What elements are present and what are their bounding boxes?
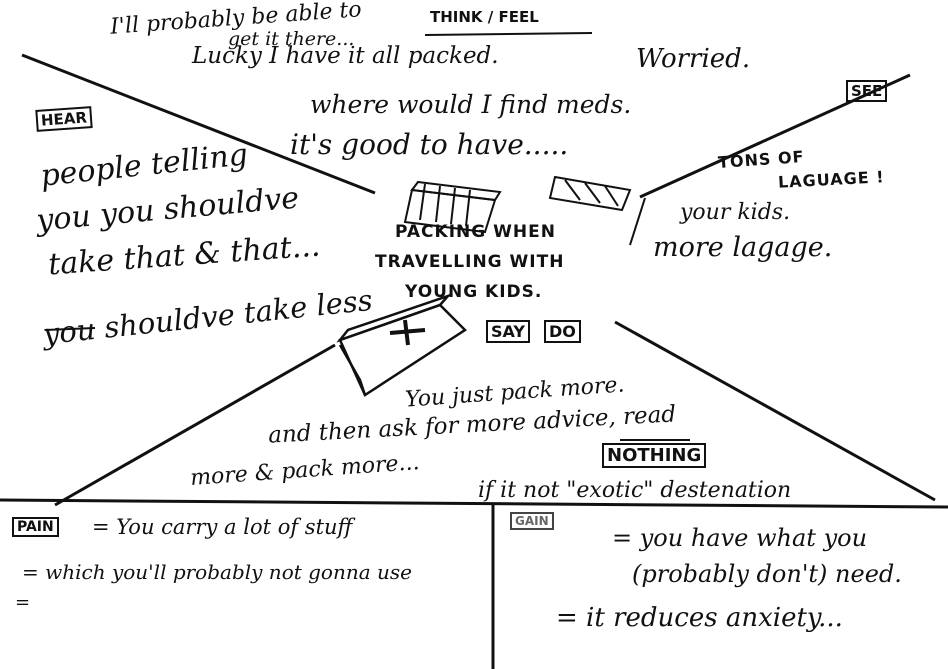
hear-label: HEAR xyxy=(35,106,93,132)
suitcase-sketch-right xyxy=(548,175,646,246)
nothing-label: NOTHING xyxy=(602,443,707,468)
think-feel-line-6: it's good to have..... xyxy=(290,128,569,161)
gain-label: GAIN xyxy=(510,512,554,530)
pain-line-3: = xyxy=(15,592,31,613)
gain-line-3: = it reduces anxiety... xyxy=(556,603,843,633)
diagonal-bottom-right xyxy=(614,320,936,502)
say-label: SAY xyxy=(486,320,530,343)
pain-line-1: = You carry a lot of stuff xyxy=(92,515,353,539)
diagonal-bottom-left xyxy=(54,343,336,507)
center-title-line-3: YOUNG KIDS. xyxy=(405,282,543,302)
think-feel-label: THINK / FEEL xyxy=(430,8,539,26)
pain-line-2: = which you'll probably not gonna use xyxy=(22,560,412,584)
think-feel-line-2: get it there... xyxy=(228,28,355,50)
do-label: DO xyxy=(544,320,581,343)
see-line-3: your kids. xyxy=(680,200,791,225)
see-label: SEE xyxy=(846,80,888,102)
center-title-line-1: PACKING WHEN xyxy=(395,222,556,242)
pain-gain-top-divider xyxy=(0,498,948,509)
hear-dash xyxy=(44,327,96,331)
gain-line-1: = you have what you xyxy=(612,524,868,552)
pain-label: PAIN xyxy=(12,517,59,537)
gain-line-2: (probably don't) need. xyxy=(632,560,902,588)
think-feel-line-5: where would I find meds. xyxy=(310,90,632,119)
think-feel-line-4: Worried. xyxy=(636,44,751,74)
suitcase-sketch-left xyxy=(403,180,502,234)
see-line-4: more lagage. xyxy=(653,232,833,263)
think-feel-underline xyxy=(424,32,593,36)
first-aid-kit-sketch xyxy=(336,293,467,397)
diagonal-top-left xyxy=(21,53,376,195)
diagonal-top-right xyxy=(639,73,911,199)
say-do-line-4: if it not "exotic" destenation xyxy=(478,478,792,503)
center-title-line-2: TRAVELLING WITH xyxy=(375,252,565,272)
think-feel-line-3: Lucky I have it all packed. xyxy=(192,43,499,69)
